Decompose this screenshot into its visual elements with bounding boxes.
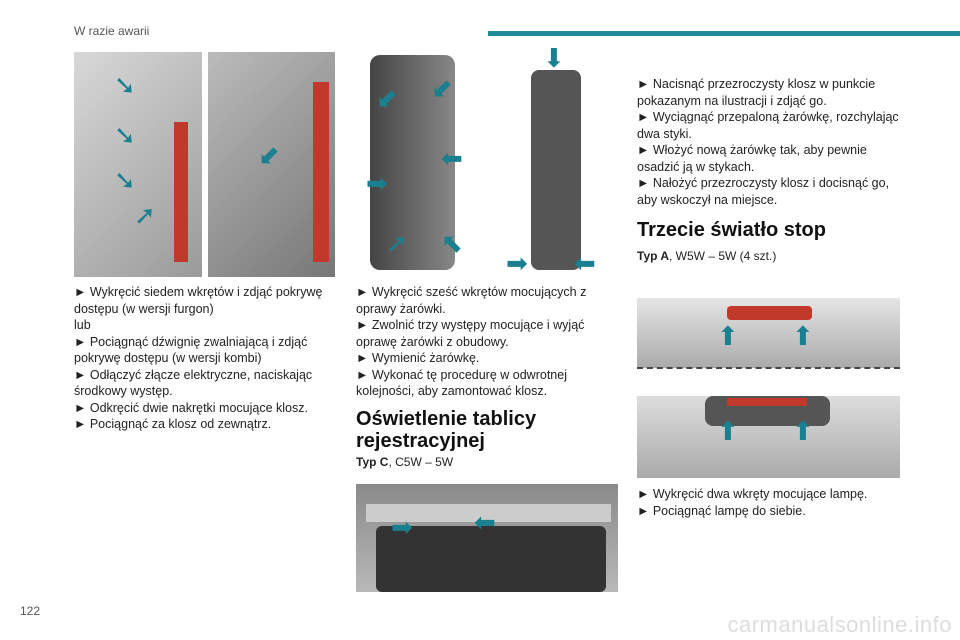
instruction: ► Pociągnąć lampę do siebie. bbox=[637, 503, 806, 518]
arrow-icon: ➚ bbox=[134, 200, 156, 230]
section-heading: Oświetlenie tablicy rejestracyjnej bbox=[356, 407, 537, 452]
arrow-icon: ⬇ bbox=[543, 45, 565, 73]
instruction: ► Wykręcić dwa wkręty mocujące lampę. bbox=[637, 487, 868, 501]
arrow-icon: ⬅ bbox=[474, 507, 496, 537]
illustration-plate-light: ➡ ⬅ bbox=[356, 484, 618, 592]
arrow-icon: ⬋ bbox=[258, 140, 280, 170]
arrow-icon: ➘ bbox=[114, 120, 136, 150]
arrow-icon: ⬅ bbox=[441, 143, 463, 173]
arrow-icon: ➘ bbox=[114, 165, 136, 195]
bulb-type-value: , W5W – 5W (4 szt.) bbox=[669, 249, 777, 263]
arrow-icon: ➘ bbox=[114, 70, 136, 100]
instruction: ► Włożyć nową żarówkę tak, aby pewnie os… bbox=[637, 143, 867, 174]
instruction: ► Pociągnąć za klosz od zewnątrz. bbox=[74, 417, 272, 431]
instruction: ► Pociągnąć dźwignię zwalniającą i zdjąć… bbox=[74, 334, 308, 366]
arrow-icon: ⬆ bbox=[792, 416, 814, 446]
illustration-access-cover-van: ➘ ➘ ➘ ➚ bbox=[74, 52, 202, 277]
arrow-icon: ➡ bbox=[391, 512, 413, 542]
page-number: 122 bbox=[20, 604, 41, 618]
column-3-text-bottom: ► Wykręcić dwa wkręty mocujące lampę. ► … bbox=[637, 486, 902, 519]
bulb-type-label: Typ C bbox=[356, 454, 389, 469]
arrow-icon: ➡ bbox=[366, 168, 388, 198]
instruction: ► Wykręcić siedem wkrętów i zdjąć pokryw… bbox=[74, 285, 323, 316]
arrow-icon: ⬋ bbox=[431, 73, 453, 103]
arrow-icon: ⬅ bbox=[574, 248, 596, 275]
instruction: ► Odkręcić dwie nakrętki mocujące klosz. bbox=[74, 400, 308, 415]
arrow-icon: ⬋ bbox=[376, 83, 398, 113]
column-3-text: ► Nacisnąć przezroczysty klosz w punkcie… bbox=[637, 76, 902, 265]
instruction: ► Nacisnąć przezroczysty klosz w punkcie… bbox=[637, 77, 876, 108]
arrow-icon: ➚ bbox=[386, 228, 408, 258]
section-heading: Trzecie światło stop bbox=[637, 219, 826, 241]
arrow-icon: ⬆ bbox=[717, 321, 739, 351]
instruction: lub bbox=[74, 318, 91, 332]
watermark: carmanualsonline.info bbox=[727, 612, 952, 637]
column-2-text: ► Wykręcić sześć wkrętów mocujących z op… bbox=[356, 284, 618, 470]
arrow-icon: ⬉ bbox=[441, 228, 463, 258]
header-accent-bar bbox=[488, 31, 960, 36]
illustration-third-brake-light: ⬆ ⬆ ⬆ ⬆ bbox=[637, 288, 900, 478]
arrow-icon: ⬆ bbox=[792, 321, 814, 351]
instruction: ► Wyciągnąć przepaloną żarówkę, rozchyla… bbox=[637, 110, 899, 141]
section-title: W razie awarii bbox=[74, 24, 150, 38]
arrow-icon: ➡ bbox=[506, 248, 528, 275]
bulb-type: Typ C, C5W – 5W bbox=[356, 454, 618, 471]
illustration-access-cover-combi: ⬋ bbox=[208, 52, 335, 277]
arrow-icon: ⬆ bbox=[717, 416, 739, 446]
instruction: ► Zwolnić trzy występy mocujące i wyjąć … bbox=[356, 318, 585, 349]
bulb-type-label: Typ A bbox=[637, 249, 669, 263]
instruction: ► Wykonać tę procedurę w odwrotnej kolej… bbox=[356, 367, 567, 399]
instruction: ► Nałożyć przezroczysty klosz i docisnąć… bbox=[637, 176, 890, 207]
column-1-text: ► Wykręcić siedem wkrętów i zdjąć pokryw… bbox=[74, 284, 336, 433]
bulb-type: Typ A, W5W – 5W (4 szt.) bbox=[637, 248, 902, 265]
instruction: ► Odłączyć złącze elektryczne, naciskają… bbox=[74, 367, 313, 399]
instruction: ► Wymienić żarówkę. bbox=[356, 351, 480, 365]
bulb-type-value: , C5W – 5W bbox=[388, 454, 454, 469]
illustration-lamp-holder: ⬋ ⬋ ⬅ ➡ ➚ ⬉ ⬇ ➡ ⬅ bbox=[356, 45, 618, 275]
instruction: ► Wykręcić sześć wkrętów mocujących z op… bbox=[356, 285, 587, 316]
